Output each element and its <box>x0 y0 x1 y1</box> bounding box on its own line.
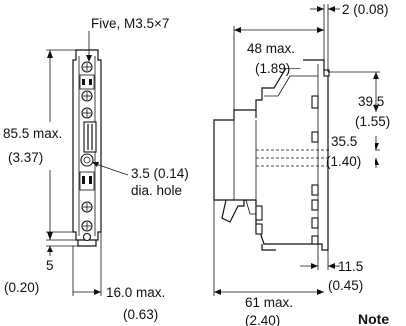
arrow-head <box>328 263 335 269</box>
top-depth-mm-label: 48 max. <box>247 41 295 56</box>
arrow-head <box>47 50 53 58</box>
arrow-head <box>92 162 99 167</box>
arrow-head <box>317 6 324 12</box>
terminal-mark <box>89 176 92 184</box>
arrow-head <box>373 72 379 79</box>
hole-desc-label: dia. hole <box>131 183 182 198</box>
bottom-foot <box>261 244 276 251</box>
offset-label: 2 (0.08) <box>342 2 389 17</box>
top-depth-label-bg <box>243 36 303 68</box>
arrow-head <box>328 6 335 12</box>
arrow-head <box>373 105 379 112</box>
dim3-mm-label: 11.5 <box>338 259 363 274</box>
side-tab <box>311 184 319 196</box>
top-depth-in-label: (1.89) <box>255 61 290 76</box>
arrow-head <box>317 27 324 33</box>
arrow-head <box>234 27 241 33</box>
hole-leader <box>92 162 129 176</box>
bottom-tab <box>255 223 263 235</box>
foot-hole <box>82 232 92 242</box>
release-lever <box>221 199 245 223</box>
side-tab <box>311 217 319 229</box>
screw-terminal-5 <box>81 220 93 232</box>
side-tab <box>311 95 319 109</box>
depth-in-label: (2.40) <box>245 313 280 326</box>
lock-lever <box>83 121 97 153</box>
bottom-tab <box>255 205 263 221</box>
side-tab <box>311 131 319 143</box>
arrow-head <box>94 289 101 295</box>
screw-terminal-1 <box>81 61 93 73</box>
dim1-in-label: (1.55) <box>355 114 390 129</box>
arrow-head <box>214 289 221 295</box>
note-label: Note <box>358 311 389 326</box>
arrow-head <box>47 246 53 252</box>
side-dimensions: 2 (0.08) 48 max. (1.89) 39.5 (1.55) 35.5… <box>213 2 390 326</box>
front-dimensions: Five, M3.5×7 85.5 max. (3.37) 3.5 (0.14)… <box>0 16 189 322</box>
arrow-head <box>47 232 53 240</box>
width-mm-label: 16.0 max. <box>106 285 165 300</box>
side-tab <box>323 69 330 77</box>
dim3-in-label: (0.45) <box>328 278 363 293</box>
bottom-mm-label: 5 <box>46 258 54 273</box>
dim1-mm-label: 39.5 <box>358 94 384 109</box>
mounting-hole-inner <box>83 156 91 164</box>
terminal-block-bottom <box>79 171 95 191</box>
front-foot <box>77 240 97 247</box>
hole-size-label: 3.5 (0.14) <box>131 166 189 181</box>
side-tab <box>311 235 319 245</box>
front-view <box>72 49 102 247</box>
arrow-head <box>311 263 318 269</box>
screw-terminal-3 <box>81 107 93 119</box>
bottom-in-label: (0.20) <box>4 280 39 295</box>
arrow-head <box>86 55 92 62</box>
dim2-mm-label: 35.5 <box>331 134 357 149</box>
side-view <box>213 59 330 251</box>
dim2-in-label: (1.40) <box>326 154 361 169</box>
terminal-mark <box>82 176 85 184</box>
lever-detail <box>245 199 258 215</box>
top-edge-detail <box>264 75 318 97</box>
terminal-block-top <box>79 74 95 90</box>
screw-terminal-4 <box>81 201 93 213</box>
width-in-label: (0.63) <box>123 307 158 322</box>
side-tab <box>311 199 319 211</box>
dim2-label-bg <box>329 130 375 172</box>
screw-terminal-2 <box>81 90 93 102</box>
arrow-head <box>317 289 324 295</box>
terminal-mark <box>82 79 85 85</box>
screws-label: Five, M3.5×7 <box>91 16 169 31</box>
height-label-bg <box>0 122 70 170</box>
depth-mm-label: 61 max. <box>245 295 293 310</box>
height-mm-label: 85.5 max. <box>3 126 62 141</box>
side-view-outline <box>213 59 329 251</box>
terminal-mark <box>89 79 92 85</box>
mounting-hole <box>80 153 94 167</box>
height-in-label: (3.37) <box>8 150 43 165</box>
